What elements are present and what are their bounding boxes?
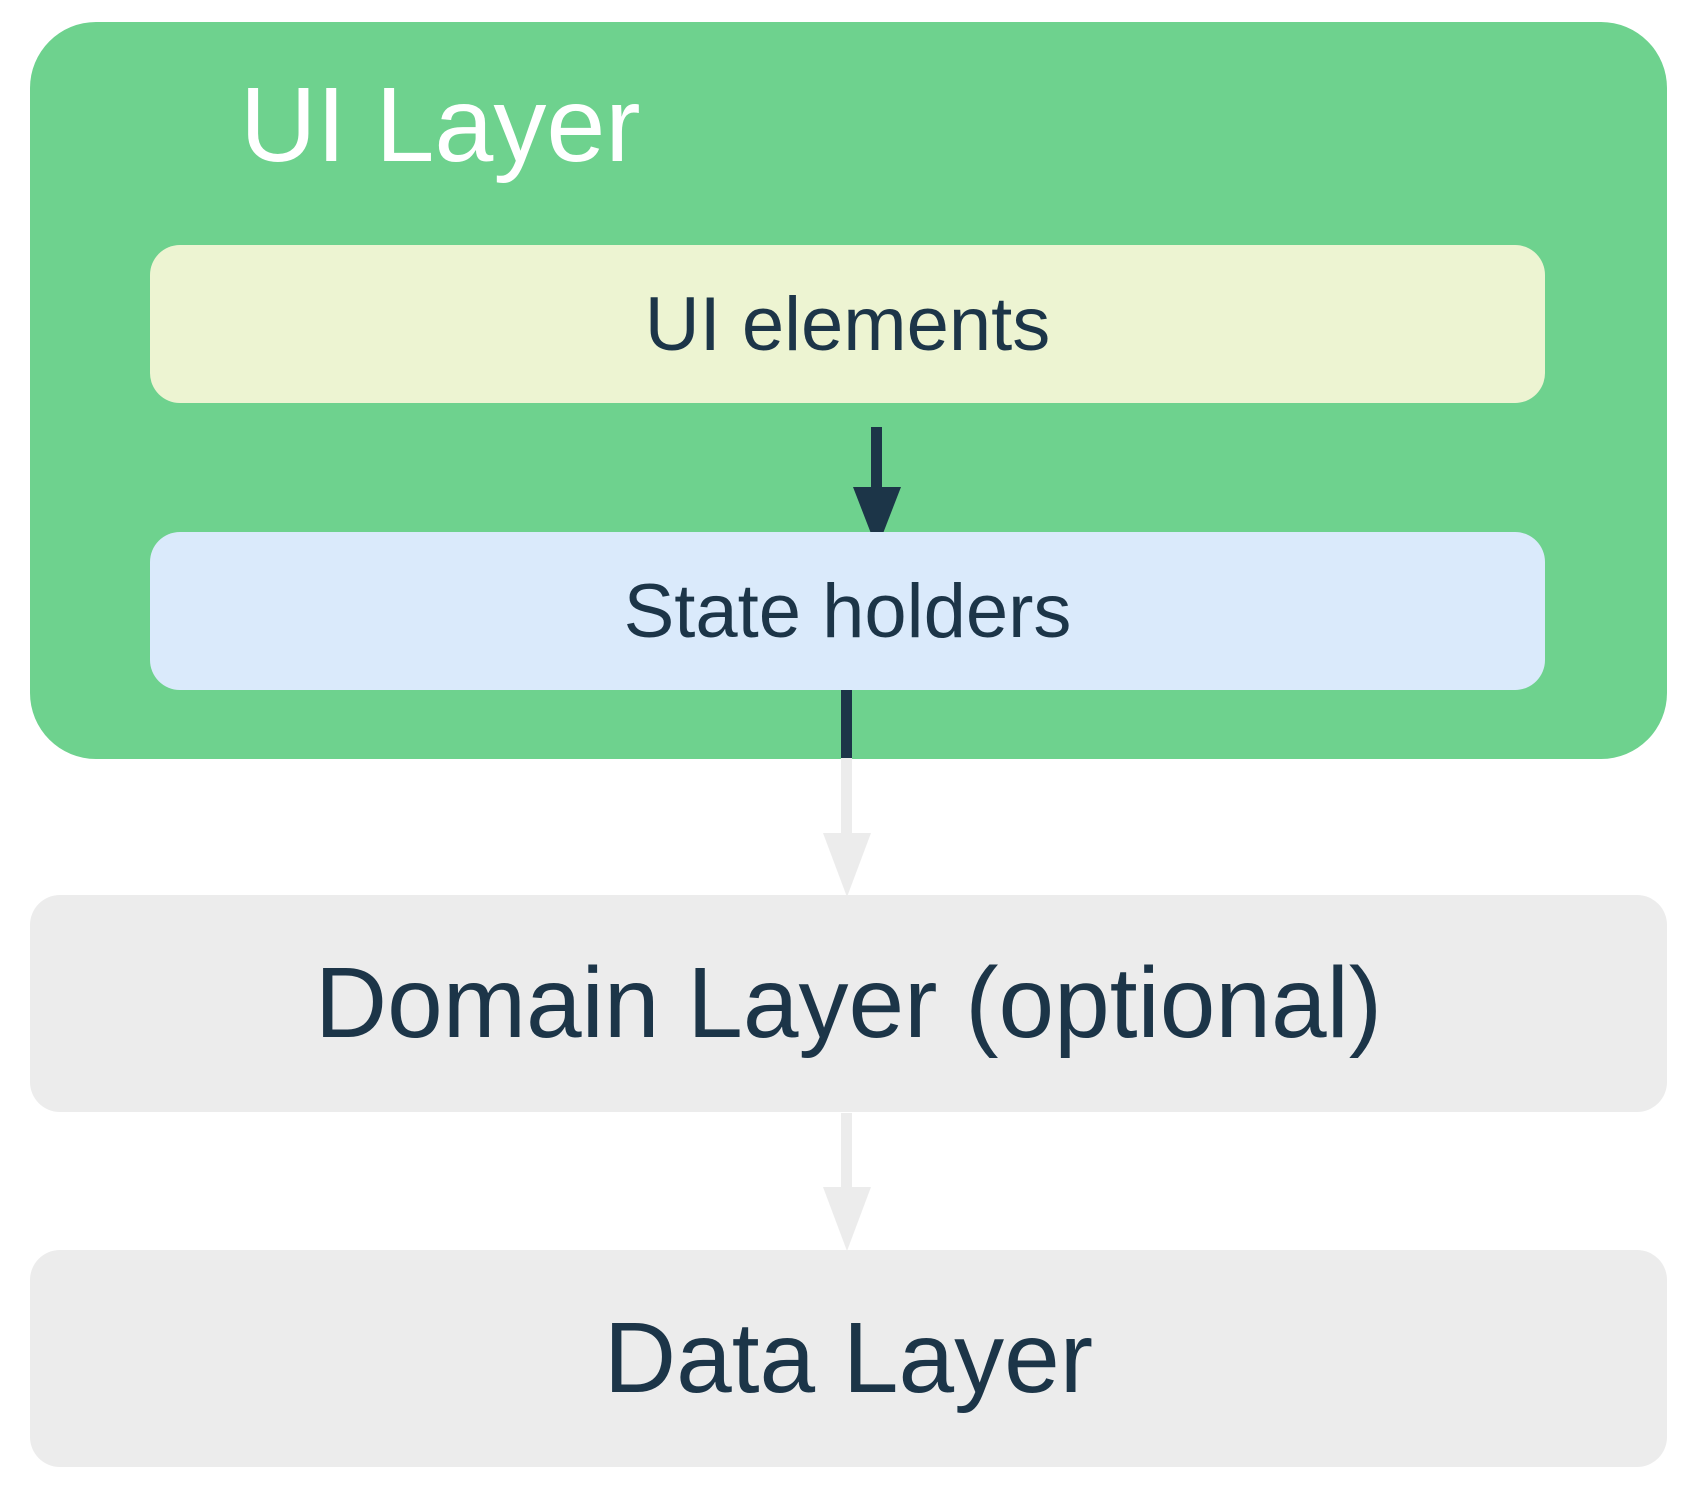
data-layer-box: Data Layer [30, 1250, 1667, 1467]
state-holders-label: State holders [623, 568, 1072, 654]
ui-elements-label: UI elements [644, 281, 1051, 367]
arrow-down-icon [823, 833, 871, 897]
arrow-shaft [841, 1113, 852, 1188]
domain-layer-box: Domain Layer (optional) [30, 895, 1667, 1112]
ui-layer-container: UI Layer UI elements State holders [30, 22, 1667, 759]
state-holders-box: State holders [150, 532, 1545, 690]
domain-layer-label: Domain Layer (optional) [314, 947, 1383, 1059]
ui-elements-box: UI elements [150, 245, 1545, 403]
arrow-shaft [871, 427, 882, 487]
arrow-shaft [841, 758, 852, 834]
data-layer-label: Data Layer [603, 1302, 1094, 1414]
arrow-down-icon [823, 1187, 871, 1251]
arrow-shaft [841, 690, 852, 758]
ui-layer-title: UI Layer [240, 66, 641, 184]
